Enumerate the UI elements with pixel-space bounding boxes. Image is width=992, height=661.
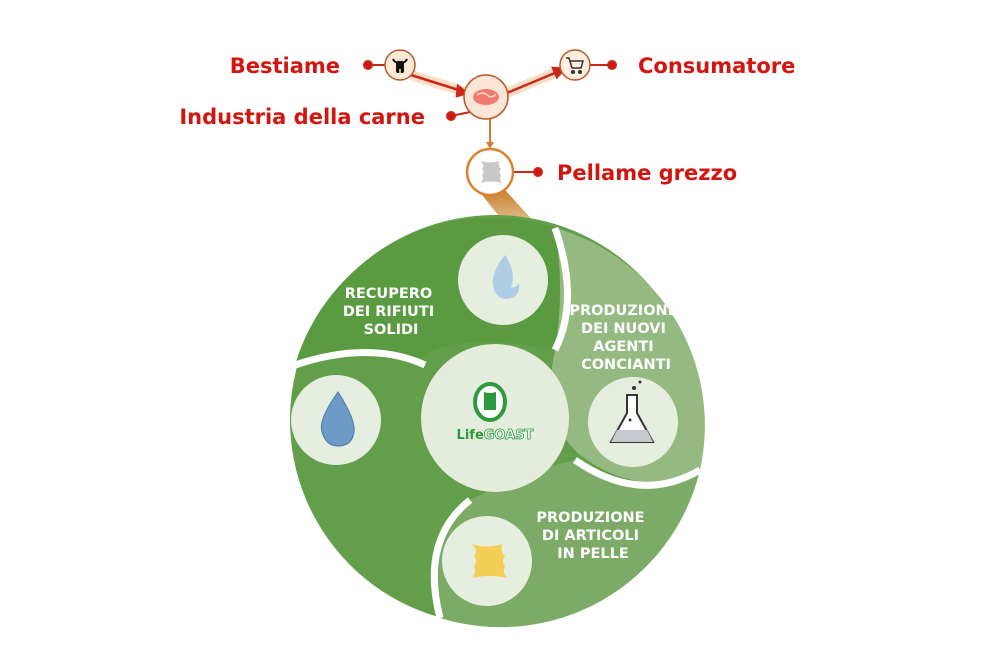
logo-suffix: GOAST [484, 428, 534, 443]
hide-node [465, 147, 515, 197]
flask-badge [588, 377, 678, 467]
leather-hide-icon [472, 544, 507, 578]
label-raw-hides: Pellame grezzo [557, 161, 737, 185]
label-leaders [363, 60, 617, 177]
meat-icon [473, 89, 499, 105]
livestock-node [384, 49, 416, 81]
label-solid-waste: RECUPERO DEI RIFIUTI SOLIDI [343, 286, 439, 338]
logo-prefix: Life [457, 428, 484, 443]
label-tanning-agents: PRODUZIONE DEI NUOVI AGENTI CONCIANTI [569, 303, 682, 373]
water-badge [291, 375, 381, 465]
consumer-node [559, 49, 591, 81]
label-meat-industry: Industria della carne [179, 105, 425, 129]
water-drop-icon [320, 391, 355, 447]
meat-node [463, 74, 509, 120]
cow-icon [392, 58, 408, 73]
raw-hide-icon [481, 161, 502, 183]
svg-text:LifeGOAST: LifeGOAST [457, 428, 534, 443]
lifegoast-logo: LifeGOAST [421, 344, 569, 492]
flow-arrows [409, 65, 567, 149]
label-leather-goods: PRODUZIONE DI ARTICOLI IN PELLE [536, 510, 649, 562]
flame-icon [492, 255, 520, 299]
label-livestock: Bestiame [230, 54, 340, 78]
label-consumer: Consumatore [638, 54, 795, 78]
flask-icon [609, 380, 655, 443]
flame-badge [458, 235, 548, 325]
goat-hide-icon [484, 392, 496, 410]
cart-icon [566, 57, 584, 75]
leather-badge [442, 516, 532, 606]
